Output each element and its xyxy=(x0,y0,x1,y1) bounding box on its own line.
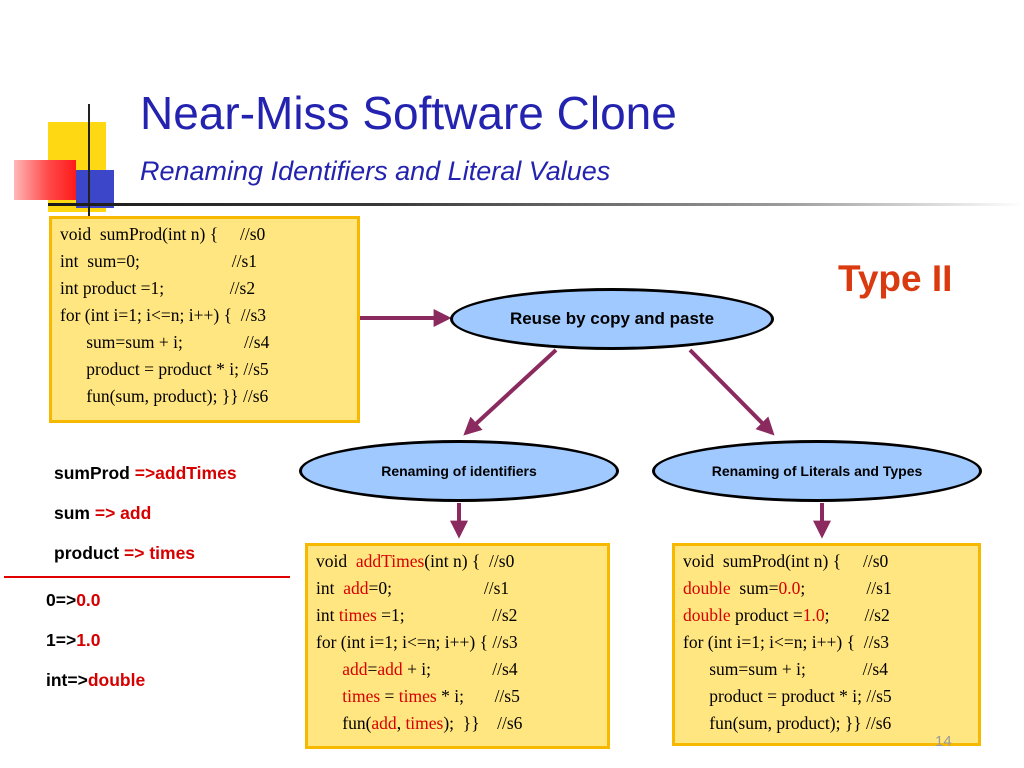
renamed-token: times xyxy=(405,713,444,733)
code-text: ); }} //s6 xyxy=(443,713,523,733)
mapping-from: 0=> xyxy=(46,590,77,610)
mapping-to: addTimes xyxy=(155,463,237,483)
rename-identifiers-oval: Renaming of identifiers xyxy=(299,440,619,502)
code-text: for (int i=1; i<=n; i++) { //s3 xyxy=(316,632,518,652)
mapping-to: times xyxy=(144,543,196,563)
mapping-arrow: => xyxy=(124,543,145,563)
renamed-token: add xyxy=(343,578,369,598)
code-text: sum=sum + i; //s4 xyxy=(683,659,888,679)
identifier-mapping: sum => add xyxy=(54,503,151,524)
code-line: for (int i=1; i<=n; i++) { //s3 xyxy=(683,629,978,656)
mapping-to: 1.0 xyxy=(76,630,101,650)
identifier-mapping: product => times xyxy=(54,543,195,564)
code-line: fun(add, times); }} //s6 xyxy=(316,710,607,737)
rename-literals-oval: Renaming of Literals and Types xyxy=(652,440,982,502)
code-text: ; //s2 xyxy=(824,605,890,625)
code-text: =0; //s1 xyxy=(368,578,510,598)
title-underline xyxy=(48,203,1023,206)
mapping-to: double xyxy=(87,670,146,690)
mapping-to: add xyxy=(115,503,152,523)
code-line: void sumProd(int n) { //s0 xyxy=(60,224,266,244)
code-text: + i; //s4 xyxy=(402,659,518,679)
code-line: double product =1.0; //s2 xyxy=(683,602,978,629)
code-line: void addTimes(int n) { //s0 xyxy=(316,548,607,575)
arrow-reuse-to-identifiers xyxy=(463,348,558,436)
code-line: double sum=0.0; //s1 xyxy=(683,575,978,602)
arrow-reuse-to-literals xyxy=(688,348,775,436)
code-line: fun(sum, product); }} //s6 xyxy=(683,710,978,737)
renamed-token: times xyxy=(338,605,377,625)
code-text: for (int i=1; i<=n; i++) { //s3 xyxy=(683,632,890,652)
code-text: = xyxy=(380,686,399,706)
code-text: int xyxy=(316,605,339,625)
code-line: add=add + i; //s4 xyxy=(316,656,607,683)
renamed-token: addTimes xyxy=(355,551,425,571)
renamed-token: add xyxy=(342,659,368,679)
literal-mapping: 0=>0.0 xyxy=(46,590,101,611)
mapping-to: 0.0 xyxy=(76,590,101,610)
code-line: int sum=0; //s1 xyxy=(60,251,258,271)
code-line: sum=sum + i; //s4 xyxy=(683,656,978,683)
literal-mapping: int=>double xyxy=(46,670,145,691)
type-label: Type II xyxy=(838,258,953,299)
code-text: * i; //s5 xyxy=(436,686,520,706)
slide-title: Near-Miss Software Clone xyxy=(140,87,677,139)
code-line: int add=0; //s1 xyxy=(316,575,607,602)
mapping-arrow: => xyxy=(134,463,156,483)
mapping-from: int=> xyxy=(46,670,88,690)
code-text: ; //s1 xyxy=(800,578,892,598)
logo-red-square xyxy=(14,160,76,200)
renamed-token: add xyxy=(371,713,397,733)
code-line: for (int i=1; i<=n; i++) { //s3 xyxy=(316,629,607,656)
renamed-token: double xyxy=(683,578,731,598)
renamed-token: times xyxy=(398,686,437,706)
code-text: , xyxy=(396,713,406,733)
code-text: fun( xyxy=(316,713,372,733)
code-text: = xyxy=(367,659,378,679)
code-line: product = product * i; //s5 xyxy=(60,359,269,379)
code-line: int times =1; //s2 xyxy=(316,602,607,629)
identifier-mapping: sumProd =>addTimes xyxy=(54,463,237,484)
code-text xyxy=(316,686,342,706)
code-text: product = product * i; //s5 xyxy=(683,686,892,706)
code-text: void sumProd(int n) { //s0 xyxy=(683,551,889,571)
code-text: (int n) { //s0 xyxy=(424,551,515,571)
code-line: void sumProd(int n) { //s0 xyxy=(683,548,978,575)
page-number: 14 xyxy=(935,733,952,750)
code-line: fun(sum, product); }} //s6 xyxy=(60,386,269,406)
code-line: product = product * i; //s5 xyxy=(683,683,978,710)
code-text xyxy=(316,659,342,679)
code-text: fun(sum, product); }} //s6 xyxy=(683,713,892,733)
code-text: int xyxy=(316,578,344,598)
code-text: product = xyxy=(730,605,803,625)
code-line: sum=sum + i; //s4 xyxy=(60,332,270,352)
renamed-token: double xyxy=(683,605,731,625)
renamed-token: times xyxy=(342,686,381,706)
code-text: =1; //s2 xyxy=(376,605,518,625)
original-code-box: void sumProd(int n) { //s0 int sum=0; //s… xyxy=(49,216,360,423)
code-text: void xyxy=(316,551,356,571)
code-line: for (int i=1; i<=n; i++) { //s3 xyxy=(60,305,267,325)
mapping-from: sum xyxy=(54,503,95,523)
code-text: sum= xyxy=(730,578,779,598)
slide-subtitle: Renaming Identifiers and Literal Values xyxy=(140,156,611,186)
literals-code-box: void sumProd(int n) { //s0 double sum=0.0… xyxy=(672,543,981,746)
renamed-token: 1.0 xyxy=(802,605,825,625)
logo-vertical-line xyxy=(88,104,90,222)
divider-rule xyxy=(4,576,290,578)
mapping-arrow: => xyxy=(94,503,116,523)
mapping-from: sumProd xyxy=(54,463,135,483)
code-line: int product =1; //s2 xyxy=(60,278,256,298)
logo-blue-square xyxy=(76,170,114,208)
mapping-from: 1=> xyxy=(46,630,77,650)
renamed-token: add xyxy=(377,659,403,679)
code-line: times = times * i; //s5 xyxy=(316,683,607,710)
reuse-oval: Reuse by copy and paste xyxy=(450,288,774,350)
literal-mapping: 1=>1.0 xyxy=(46,630,101,651)
renamed-token: 0.0 xyxy=(778,578,801,598)
mapping-from: product xyxy=(54,543,124,563)
